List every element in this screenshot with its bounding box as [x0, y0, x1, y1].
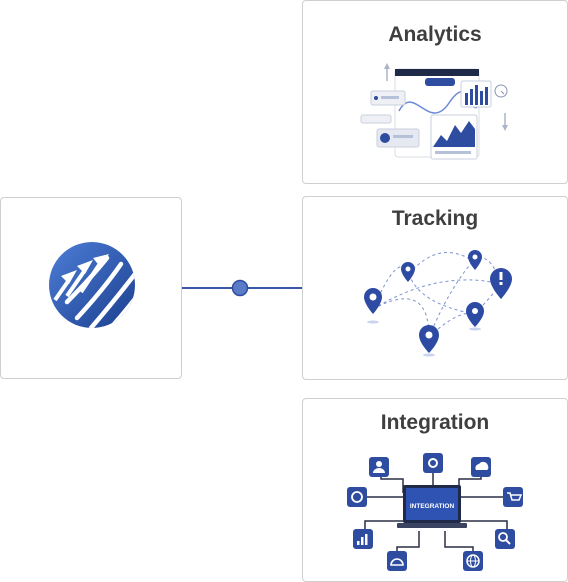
map-pin-icon — [364, 250, 512, 353]
connector — [180, 279, 304, 297]
integration-title: Integration — [380, 411, 490, 434]
globe-arrows-logo-icon — [49, 242, 135, 328]
tracking-card: Tracking — [302, 196, 568, 380]
logo-card — [0, 197, 182, 379]
connector-dot — [231, 279, 249, 297]
integration-laptop-icon: INTEGRATION — [347, 453, 523, 571]
analytics-title: Analytics — [388, 23, 482, 46]
analytics-dashboard-icon — [360, 63, 508, 160]
location-pins-icon — [364, 250, 512, 357]
integration-screen-label: INTEGRATION — [410, 503, 455, 510]
integration-card: Integration INTEGRATION — [302, 398, 568, 582]
tracking-title: Tracking — [391, 207, 479, 230]
analytics-card: Analytics — [302, 0, 568, 184]
